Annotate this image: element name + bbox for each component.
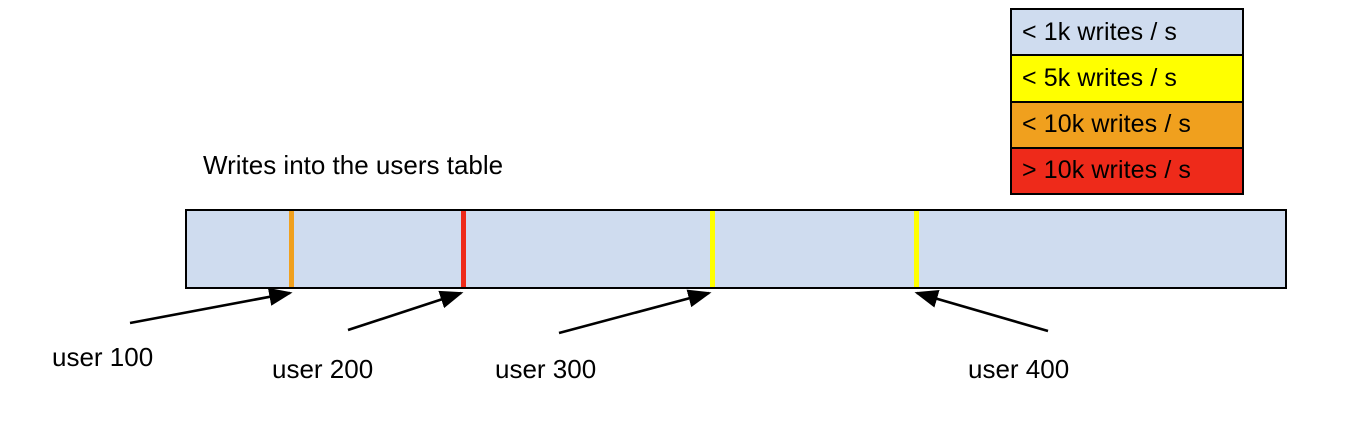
- users-table-keyspace-bar: [185, 209, 1287, 289]
- legend-row-under-10k: < 10k writes / s: [1012, 102, 1242, 149]
- marker-label-user-100: user 100: [52, 342, 154, 372]
- legend-row-over-10k: > 10k writes / s: [1012, 148, 1242, 193]
- marker-stripe-user-300: [710, 211, 715, 287]
- legend-label-over-10k: > 10k writes / s: [1022, 156, 1192, 185]
- marker-label-user-400: user 400: [968, 354, 1070, 384]
- marker-stripe-user-400: [914, 211, 919, 287]
- leader-line-user-400: [914, 290, 1049, 333]
- marker-label-user-300: user 300: [495, 354, 597, 384]
- legend-label-under-5k: < 5k writes / s: [1022, 63, 1178, 92]
- marker-stripe-user-200: [461, 211, 466, 287]
- leader-line-user-300: [558, 289, 712, 335]
- legend-row-under-1k: < 1k writes / s: [1012, 10, 1242, 57]
- chart-title: Writes into the users table: [203, 150, 504, 180]
- marker-stripe-user-100: [289, 211, 294, 287]
- marker-label-user-200: user 200: [272, 354, 374, 384]
- legend-label-under-1k: < 1k writes / s: [1022, 17, 1178, 46]
- leader-line-user-200: [347, 290, 464, 332]
- leader-line-user-100: [129, 287, 293, 325]
- legend-label-under-10k: < 10k writes / s: [1022, 110, 1192, 139]
- write-rate-legend: < 1k writes / s < 5k writes / s < 10k wr…: [1010, 8, 1244, 195]
- legend-row-under-5k: < 5k writes / s: [1012, 56, 1242, 103]
